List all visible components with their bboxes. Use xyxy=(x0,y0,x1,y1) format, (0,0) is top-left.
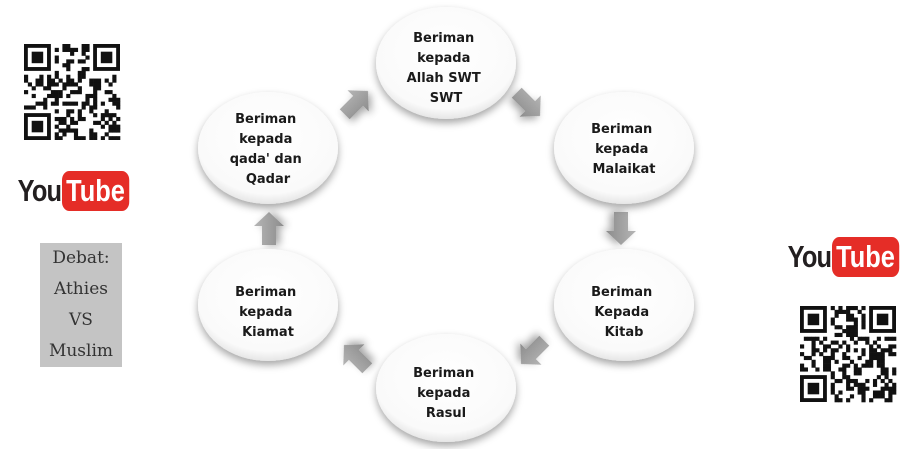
cycle-arrow xyxy=(339,90,369,120)
node-line: kepada xyxy=(417,386,470,401)
svg-text:Beriman kepada Mal: Beriman kepada Malaikat xyxy=(591,122,657,177)
svg-text:Beriman kepada Ras: Beriman kepada Rasul xyxy=(413,366,479,421)
node-kiamat: Beriman kepada Kiamat xyxy=(198,249,338,361)
node-line: Malaikat xyxy=(592,162,655,177)
youtube-tube-text: Tube xyxy=(832,237,900,277)
node-line: Beriman xyxy=(235,285,296,300)
node-line: Kiamat xyxy=(242,325,294,340)
cycle-arrow xyxy=(511,87,541,117)
node-line: Beriman xyxy=(235,112,296,127)
youtube-you-text: You xyxy=(787,239,832,274)
node-line: Kitab xyxy=(605,325,644,340)
node-line: kepada xyxy=(595,142,648,157)
node-line: kepada xyxy=(417,51,470,66)
node-line: SWT xyxy=(430,91,463,106)
qr-code-left xyxy=(24,44,121,140)
cycle-arrow xyxy=(606,212,636,245)
node-kitab: Beriman Kepada Kitab xyxy=(554,249,694,361)
node-line: Beriman xyxy=(413,31,474,46)
youtube-tube-text: Tube xyxy=(62,171,130,211)
debat-line: Muslim xyxy=(48,341,114,361)
svg-text:Beriman kepada Kia: Beriman kepada Kiamat xyxy=(235,285,301,340)
svg-text:Beriman kepada All: Beriman kepada Allah SWT SWT xyxy=(407,31,486,106)
svg-text:Beriman kepada qad: Beriman kepada qada' dan Qadar xyxy=(230,112,307,187)
node-line: Rasul xyxy=(426,406,466,421)
node-line: kepada xyxy=(239,305,292,320)
node-line: Beriman xyxy=(591,285,652,300)
node-line: Allah SWT xyxy=(407,71,481,86)
svg-text:Beriman Kepada Kit: Beriman Kepada Kitab xyxy=(591,285,657,340)
youtube-logo-right[interactable]: You Tube xyxy=(778,236,904,278)
debat-line: Debat: xyxy=(52,248,110,268)
qr-code-right xyxy=(800,306,897,403)
youtube-logo-left[interactable]: You Tube xyxy=(8,170,144,212)
debat-line: Athies xyxy=(54,279,108,299)
cycle-arrow xyxy=(343,344,373,374)
node-qada-qadar: Beriman kepada qada' dan Qadar xyxy=(198,92,338,204)
cycle-arrow xyxy=(254,212,284,245)
debat-label: Debat: Athies VS Muslim xyxy=(40,243,122,367)
node-line: kepada xyxy=(239,132,292,147)
node-line: Beriman xyxy=(591,122,652,137)
node-line: Kepada xyxy=(594,305,649,320)
node-line: Qadar xyxy=(246,172,291,187)
debat-line: VS xyxy=(69,310,93,330)
youtube-you-text: You xyxy=(17,173,62,208)
node-allah: Beriman kepada Allah SWT SWT xyxy=(376,7,516,119)
node-malaikat: Beriman kepada Malaikat xyxy=(554,92,694,204)
cycle-arrow xyxy=(520,335,550,365)
node-line: qada' dan xyxy=(230,152,302,167)
node-rasul: Beriman kepada Rasul xyxy=(376,334,516,442)
node-line: Beriman xyxy=(413,366,474,381)
